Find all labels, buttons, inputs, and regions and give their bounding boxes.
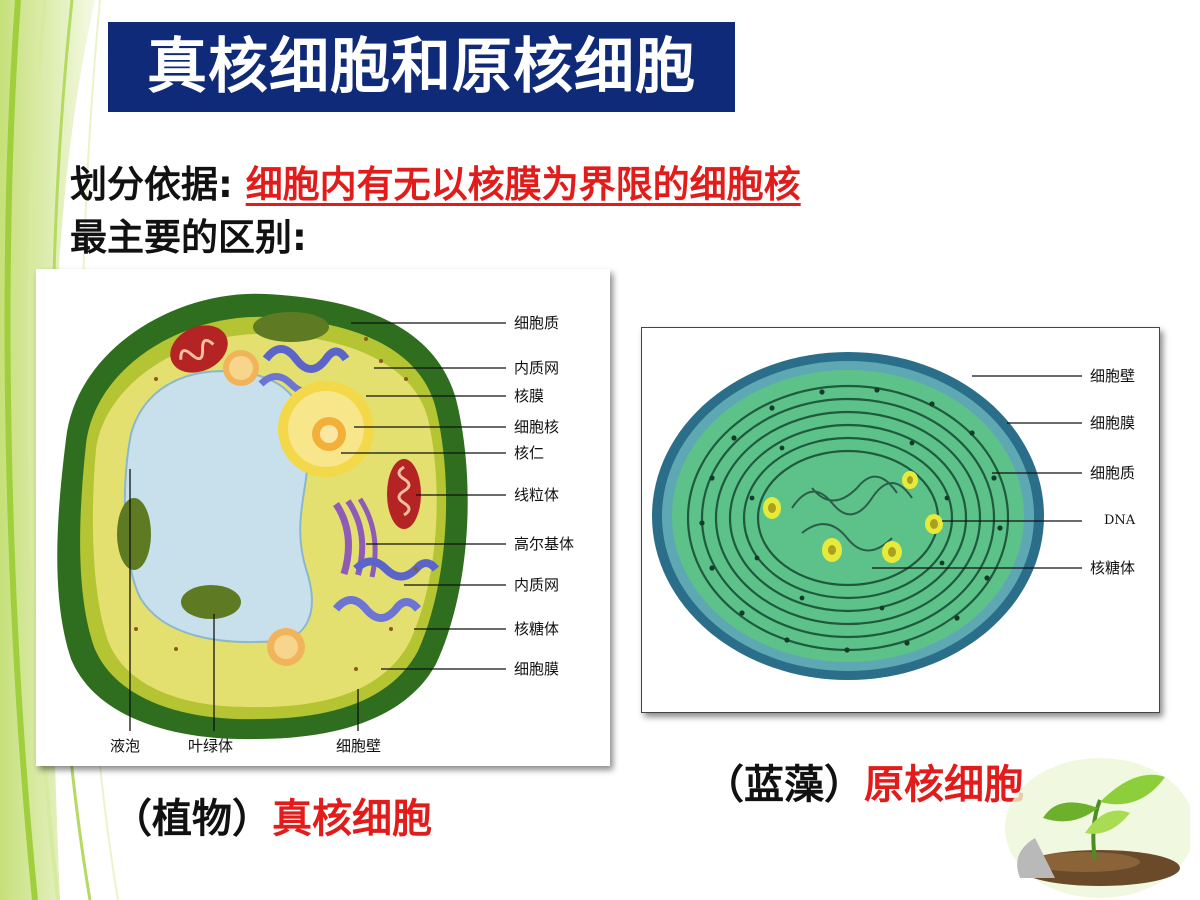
label-cell-wall: 细胞壁 <box>336 737 382 755</box>
main-difference-label: 最主要的区别: <box>70 216 307 259</box>
plant-cell-caption: （植物）真核细胞 <box>112 792 432 846</box>
cyanobacteria-illustration <box>652 352 1082 680</box>
plant-caption-type: 真核细胞 <box>272 795 432 842</box>
label-ribosome: 核糖体 <box>1090 559 1136 577</box>
basis-label: 划分依据: <box>70 163 233 206</box>
label-dna: DNA <box>1104 513 1136 528</box>
label-nucleus: 细胞核 <box>514 418 560 436</box>
label-nuclear-membrane: 核膜 <box>514 387 545 405</box>
label-vacuole: 液泡 <box>110 737 141 755</box>
label-cell-membrane: 细胞膜 <box>1090 414 1136 432</box>
label-endoplasmic-reticulum-lower: 内质网 <box>514 576 560 594</box>
plant-cell-diagram: 细胞质 内质网 核膜 细胞核 核仁 线粒体 高尔基体 内质网 核糖体 细胞膜 液… <box>36 269 610 766</box>
label-nucleolus: 核仁 <box>514 444 545 462</box>
basis-value: 细胞内有无以核膜为界限的细胞核 <box>245 163 801 206</box>
label-cell-wall: 细胞壁 <box>1090 367 1136 385</box>
cyanobacteria-cell-diagram: 细胞壁 细胞膜 细胞质 DNA 核糖体 <box>641 327 1160 713</box>
label-mitochondrion: 线粒体 <box>514 486 560 504</box>
label-chloroplast: 叶绿体 <box>188 737 234 755</box>
plant-cell-illustration <box>57 293 506 740</box>
page-title: 真核细胞和原核细胞 <box>108 22 735 112</box>
label-cytoplasm: 细胞质 <box>514 314 560 332</box>
label-cytoplasm: 细胞质 <box>1090 464 1136 482</box>
cyanobacteria-caption: （蓝藻）原核细胞 <box>704 758 1024 812</box>
label-golgi: 高尔基体 <box>514 535 575 553</box>
label-endoplasmic-reticulum-upper: 内质网 <box>514 359 560 377</box>
sprout-decoration-icon <box>1005 758 1190 898</box>
classification-basis: 划分依据: 细胞内有无以核膜为界限的细胞核 <box>70 157 801 213</box>
label-ribosome: 核糖体 <box>514 620 560 638</box>
plant-caption-prefix: （植物） <box>112 795 272 842</box>
cyanobacteria-caption-type: 原核细胞 <box>864 761 1024 808</box>
cyanobacteria-caption-prefix: （蓝藻） <box>704 761 864 808</box>
label-cell-membrane: 细胞膜 <box>514 660 560 678</box>
